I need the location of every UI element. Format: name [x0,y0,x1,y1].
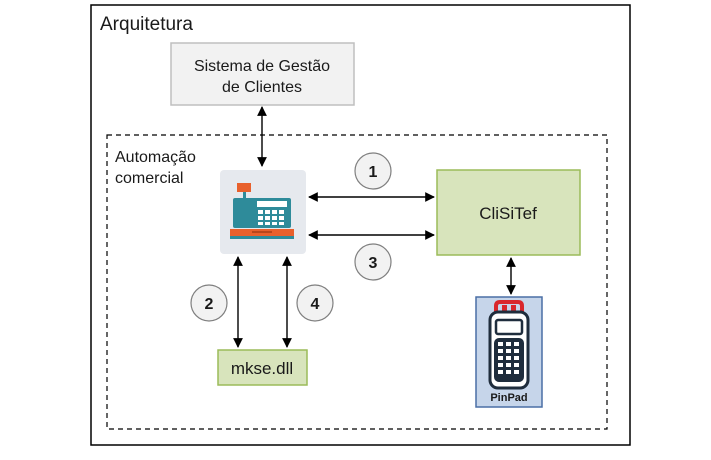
step-badge-3: 3 [354,243,392,281]
mkse-label: mkse.dll [231,359,293,378]
sgc-label-line2: de Clientes [222,79,302,96]
automacao-label-line2: comercial [115,170,183,187]
clisitef-label: CliSiTef [479,204,537,223]
mkse-box [217,349,308,386]
step-badge-1: 1 [354,152,392,190]
step-1-label: 1 [369,164,378,181]
step-badge-2: 2 [190,284,228,322]
step-badge-4: 4 [296,284,334,322]
pinpad-label: PinPad [490,392,527,404]
frame-title: Arquitetura [100,14,193,35]
clisitef-box [436,169,581,256]
step-3-label: 3 [369,255,378,272]
pinpad-device-icon [475,296,543,408]
automacao-label-line1: Automação [115,149,196,166]
sgc-label-line1: Sistema de Gestão [194,58,330,75]
step-4-label: 4 [311,296,320,313]
cash-register-icon [220,170,306,254]
automacao-area [106,134,608,430]
step-2-label: 2 [205,296,214,313]
sgc-box [170,42,355,106]
